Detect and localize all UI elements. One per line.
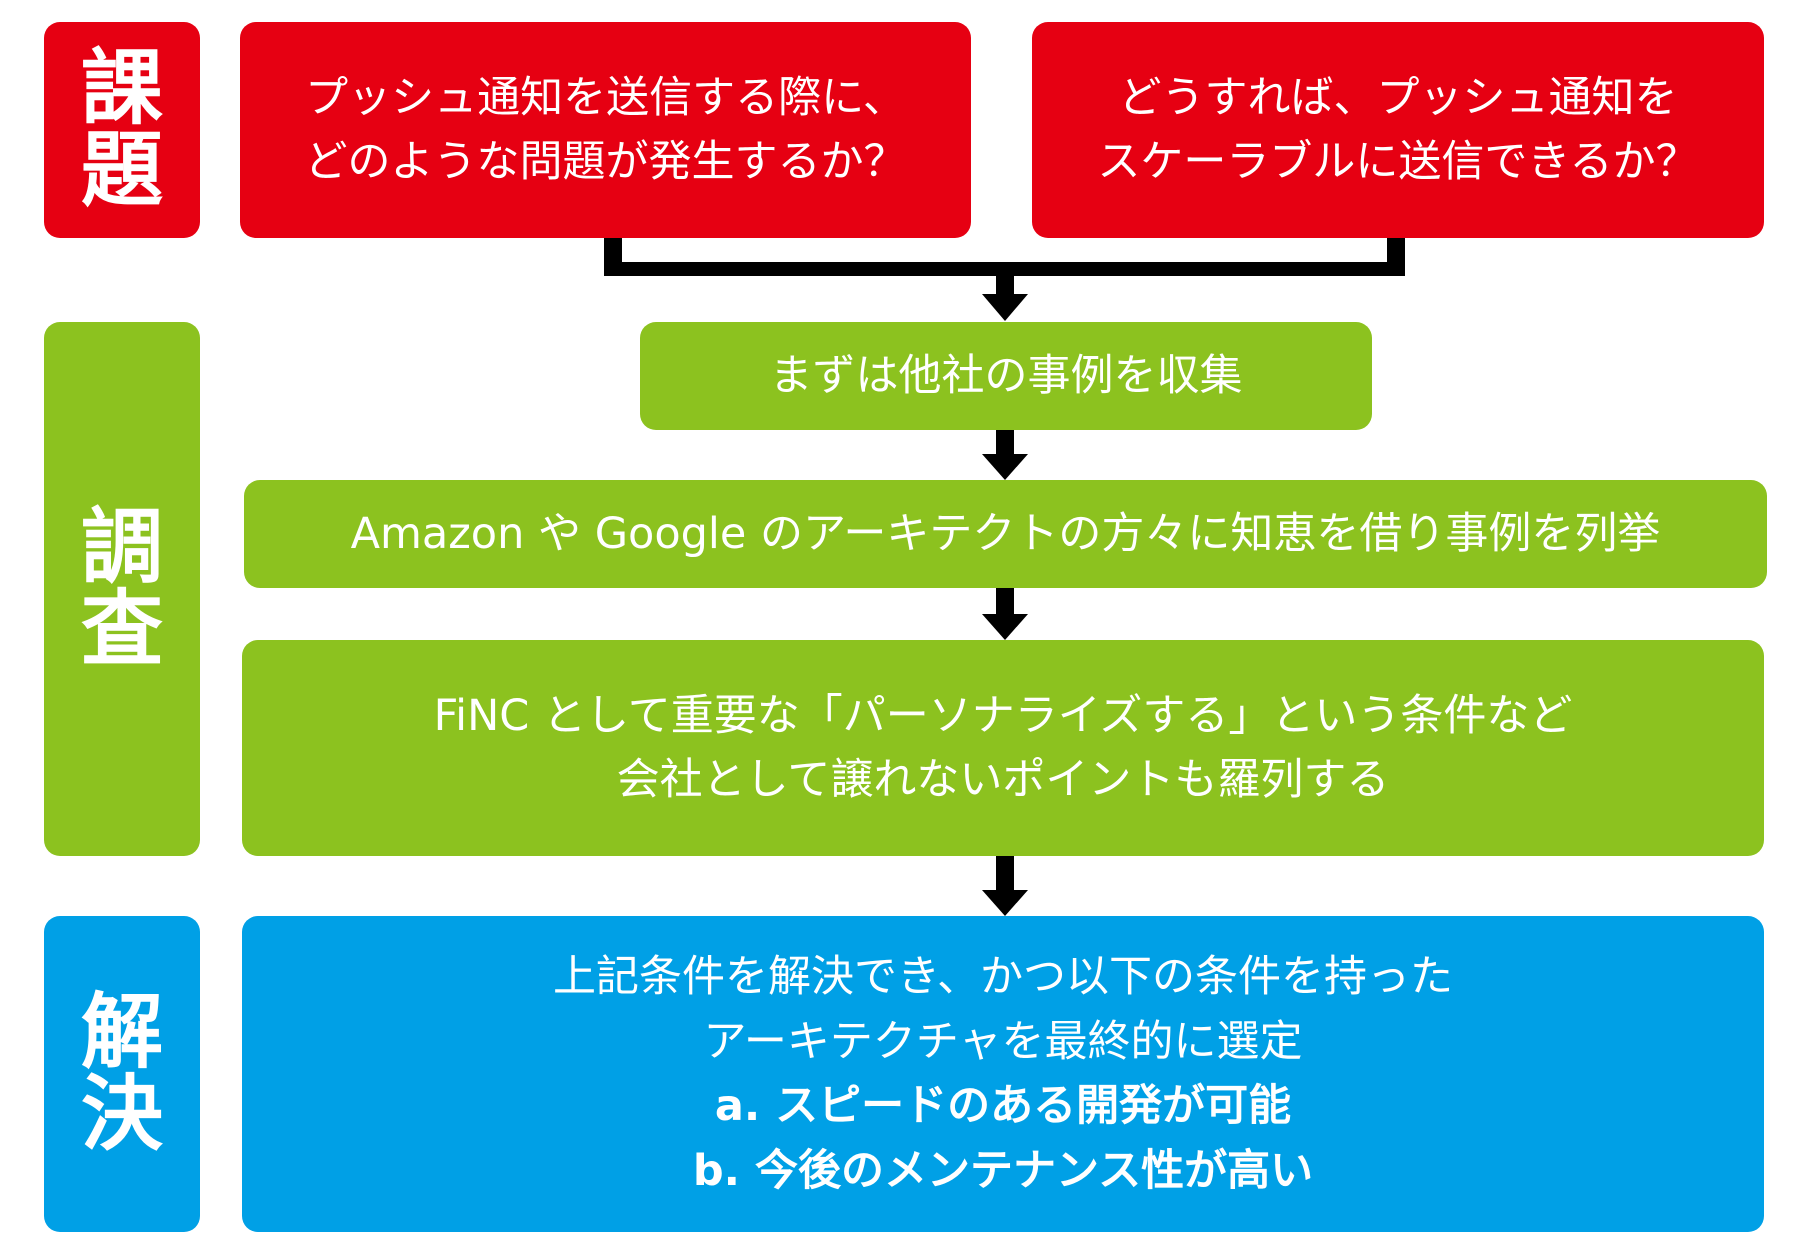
arrow-3-shaft	[996, 856, 1014, 890]
arrow-1-head	[982, 454, 1028, 480]
issue-section-label: 課 題	[44, 22, 200, 238]
solution-box-line-1: 上記条件を解決でき、かつ以下の条件を持った	[553, 952, 1453, 1002]
issue-box-scalability-line-1: どうすれば、プッシュ通知を	[1118, 72, 1678, 123]
merge-connector-bar	[604, 262, 1405, 276]
solution-box-line-2: アーキテクチャを最終的に選定	[703, 1016, 1303, 1067]
merge-connector-left	[604, 238, 622, 276]
arrow-1-shaft	[996, 430, 1014, 454]
research-box-collect-cases: まずは他社の事例を収集	[640, 322, 1372, 430]
research-label-char-2: 査	[80, 582, 163, 677]
issue-box-problem-line-2: どのような問題が発生するか？	[304, 137, 907, 187]
solution-condition-b: b. 今後のメンテナンス性が高い	[692, 1145, 1314, 1196]
solution-section-label: 解 決	[44, 916, 200, 1232]
solution-label-char-1: 解	[80, 985, 163, 1080]
issue-box-problem-line-1: プッシュ通知を送信する際に、	[305, 72, 906, 123]
solution-label-char-2: 決	[80, 1067, 163, 1162]
research-box-list-cases: Amazon や Google のアーキテクトの方々に知恵を借り事例を列挙	[244, 480, 1767, 588]
research-box-company-points-line-1: FiNC として重要な「パーソナライズする」という条件など	[433, 690, 1573, 741]
research-section-label: 調 査	[44, 322, 200, 856]
research-box-company-points-line-2: 会社として譲れないポイントも羅列する	[616, 755, 1390, 805]
solution-condition-a: a. スピードのある開発が可能	[714, 1081, 1292, 1131]
merge-connector-right	[1387, 238, 1405, 276]
research-box-company-points: FiNC として重要な「パーソナライズする」という条件など 会社として譲れないポ…	[242, 640, 1764, 856]
issue-box-problem: プッシュ通知を送信する際に、 どのような問題が発生するか？	[240, 22, 971, 238]
solution-box: 上記条件を解決でき、かつ以下の条件を持った アーキテクチャを最終的に選定 a. …	[242, 916, 1764, 1232]
arrow-2-shaft	[996, 588, 1014, 614]
issue-box-scalability: どうすれば、プッシュ通知を スケーラブルに送信できるか？	[1032, 22, 1764, 238]
arrow-3-head	[982, 890, 1028, 916]
issue-label-char-1: 課	[80, 41, 163, 136]
arrow-2-head	[982, 614, 1028, 640]
merge-arrow-head	[982, 294, 1028, 321]
issue-box-scalability-line-2: スケーラブルに送信できるか？	[1097, 137, 1699, 187]
issue-label-char-2: 題	[80, 123, 163, 218]
merge-arrow-shaft	[996, 262, 1014, 294]
research-box-list-cases-line-1: Amazon や Google のアーキテクトの方々に知恵を借り事例を列挙	[350, 508, 1661, 559]
research-label-char-1: 調	[80, 500, 163, 595]
research-box-collect-cases-line-1: まずは他社の事例を収集	[769, 350, 1243, 401]
